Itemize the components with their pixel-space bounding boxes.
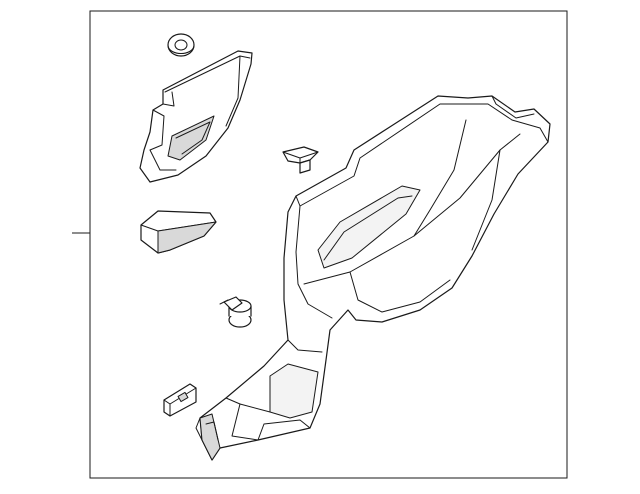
grommet-icon xyxy=(167,33,195,57)
clip-icon xyxy=(282,146,319,174)
block-icon xyxy=(140,210,217,254)
quarter-panel-icon xyxy=(195,95,551,461)
trim-panel-icon xyxy=(139,50,253,183)
diagram-frame xyxy=(89,10,568,479)
fastener-icon xyxy=(219,296,252,328)
retainer-icon xyxy=(163,383,197,417)
